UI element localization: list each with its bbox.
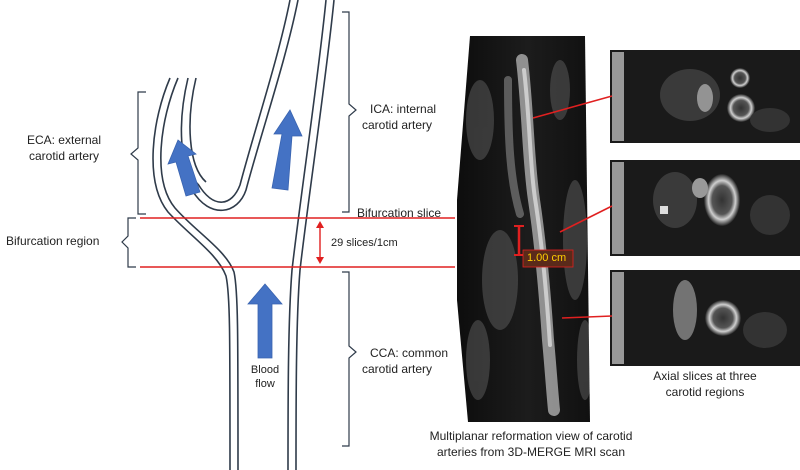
mpr-dark-wedge <box>457 36 470 200</box>
mpr-image <box>457 36 598 422</box>
ica-wall-right-inner <box>287 0 327 470</box>
slices-arrow-up <box>316 221 324 228</box>
vessel-walls <box>152 0 335 470</box>
axial-slice-middle <box>610 160 800 256</box>
ica-label: ICA: internal carotid artery <box>362 101 436 133</box>
axial-caption-line2: carotid regions <box>665 385 745 399</box>
ica-brace <box>342 11 357 213</box>
scale-label: 1.00 cm <box>527 252 567 264</box>
eca-wall-right-b <box>189 77 207 183</box>
flow-arrows <box>167 109 303 359</box>
blood-flow-line1: Blood <box>250 364 280 376</box>
bifurcation-brace <box>121 217 136 268</box>
axial-caption: Axial slices at three carotid regions <box>630 368 780 400</box>
cca-flow-arrow <box>247 283 283 359</box>
mpr-caption: Multiplanar reformation view of carotid … <box>405 428 657 460</box>
bifurcation-region-label: Bifurcation region <box>6 234 100 248</box>
mpr-caption-line1: Multiplanar reformation view of carotid <box>429 429 633 443</box>
connector-middle <box>559 205 613 233</box>
axial-caption-line1: Axial slices at three <box>653 369 757 383</box>
cca-brace <box>342 271 357 447</box>
eca-label: ECA: external carotid artery <box>4 132 124 164</box>
bifurcation-slice-label: Bifurcation slice <box>357 206 442 220</box>
mpr-caption-line2: arteries from 3D-MERGE MRI scan <box>436 445 626 459</box>
eca-label-line1: ECA: external <box>26 133 102 147</box>
cca-label-line2: carotid artery <box>362 362 433 376</box>
ica-wall-right-outer <box>295 0 335 470</box>
connector-bottom <box>561 315 613 319</box>
ica-flow-arrow <box>271 109 303 191</box>
slices-arrow-down <box>316 257 324 264</box>
axial-slice-bottom <box>610 270 800 366</box>
slices-label: 29 slices/1cm <box>331 237 398 249</box>
bifurcation-lines <box>140 217 455 268</box>
ica-label-line1: ICA: internal <box>370 102 437 116</box>
axial-slices <box>610 50 800 366</box>
ica-wall-left-inner <box>197 0 291 203</box>
connector-lines <box>532 95 613 319</box>
braces <box>121 11 357 447</box>
ica-wall-left-outer <box>191 0 299 212</box>
scale-label-bg <box>522 249 574 268</box>
eca-wall-outer <box>160 77 239 470</box>
eca-brace <box>130 91 146 215</box>
blood-flow-label: Blood flow <box>237 363 293 391</box>
axial-slice-top <box>610 50 800 143</box>
connector-top <box>532 95 613 119</box>
eca-wall-inner <box>152 77 231 470</box>
cca-label: CCA: common carotid artery <box>362 345 448 377</box>
eca-label-line2: carotid artery <box>28 149 100 163</box>
blood-flow-line2: flow <box>255 378 275 390</box>
ica-label-line2: carotid artery <box>362 118 433 132</box>
eca-flow-arrow <box>167 139 201 197</box>
cca-label-line1: CCA: common <box>370 346 449 360</box>
